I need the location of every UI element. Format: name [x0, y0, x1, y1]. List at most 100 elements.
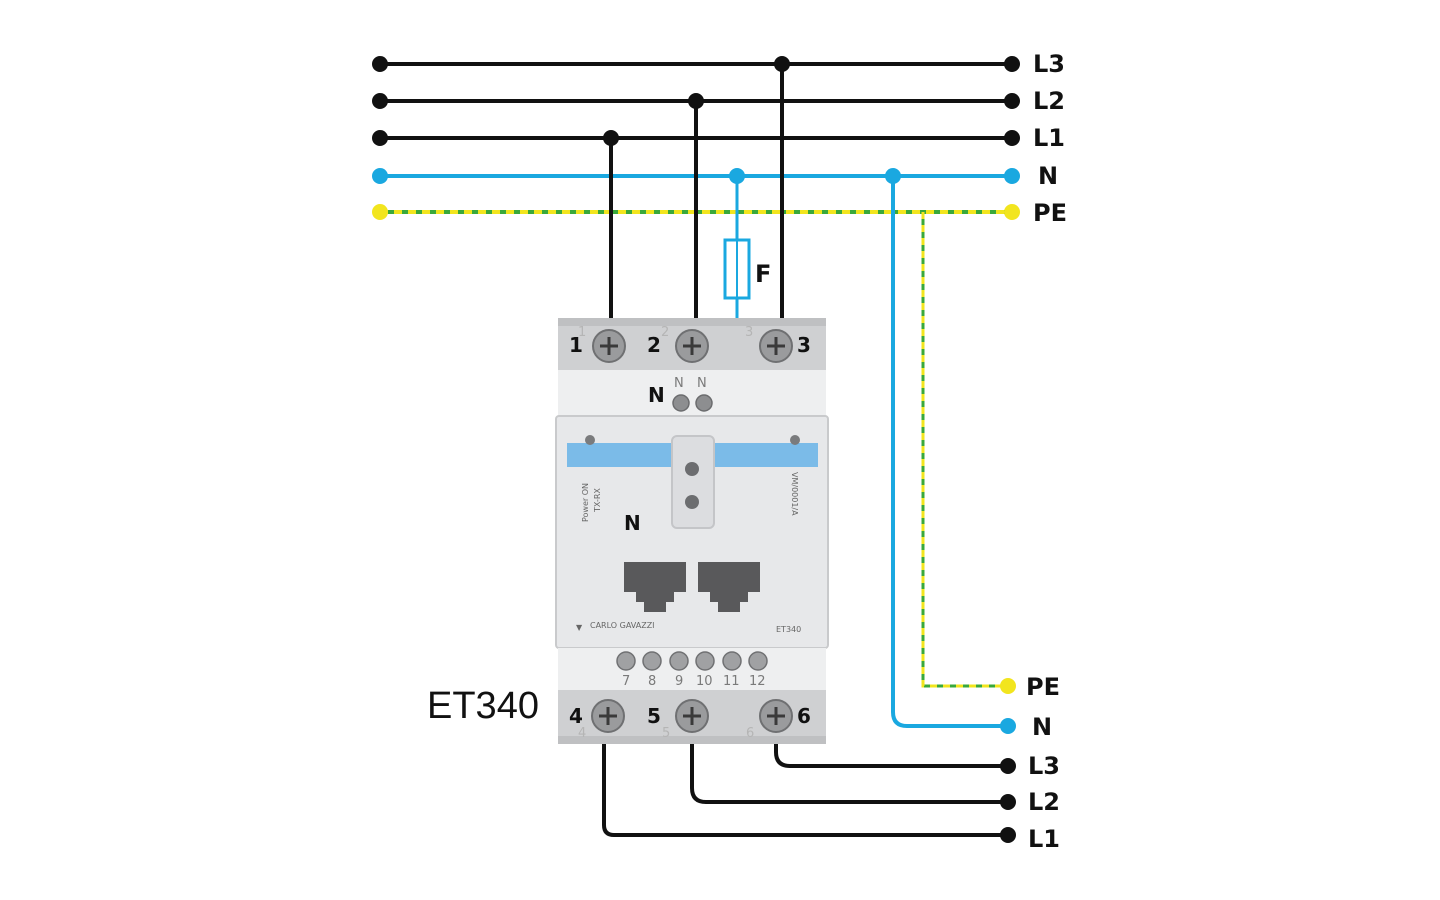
terminal-5-label: 5: [647, 704, 661, 728]
front-neutral-label: N: [624, 511, 641, 535]
aux-label-12: 12: [749, 674, 766, 689]
terminal-2: 2 2: [647, 325, 709, 363]
load-n-end-dot: [1000, 718, 1016, 734]
terminal-6-ghost: 6: [746, 726, 754, 741]
terminal-1-ghost: 1: [578, 325, 586, 340]
front-blue-band-left: [567, 443, 671, 467]
led-txrx-label: TX-RX: [593, 488, 602, 513]
load-l2-end-dot: [1000, 794, 1016, 810]
label-l1: L1: [1033, 124, 1065, 152]
load-wires: PE N L3 L2 L1: [602, 673, 1060, 853]
screw-slot: [683, 707, 701, 725]
aux-label-7: 7: [622, 674, 630, 689]
energy-meter: 1 1 2 2 3 3 N N N: [555, 318, 829, 744]
bottom-terminal-block-shade: [558, 736, 826, 744]
junction-l3: [774, 56, 790, 72]
fuse-label: F: [755, 260, 771, 288]
rj45-port-right: [698, 562, 760, 612]
terminal-2-label: 2: [647, 333, 661, 357]
body-upper: [558, 370, 826, 416]
terminal-4-ghost: 4: [578, 726, 586, 741]
aux-screw-12: [748, 651, 768, 671]
label-l2: L2: [1033, 87, 1065, 115]
load-pe-end-dot: [1000, 678, 1016, 694]
bus-l3-end-dot: [1004, 56, 1020, 72]
terminal-1: 1 1: [569, 325, 626, 363]
terminal-3-ghost: 3: [745, 325, 753, 340]
mount-hole-left: [585, 435, 595, 445]
junction-l1: [603, 130, 619, 146]
screw-slot: [767, 337, 785, 355]
terminal-5: 5 5: [647, 699, 709, 741]
bus-n-end-dot: [1004, 168, 1020, 184]
label-n: N: [1038, 162, 1058, 190]
body-lower: [558, 648, 826, 690]
junction-n-fuse: [729, 168, 745, 184]
port-shape: [624, 562, 686, 612]
load-l1-end-dot: [1000, 827, 1016, 843]
side-text: VM/0001/A: [790, 472, 799, 516]
wire-pe-to-load-green: [921, 212, 1008, 688]
terminal-5-ghost: 5: [662, 726, 670, 741]
wire-t4-to-load-l1: [602, 740, 1008, 837]
wire-t6-to-load-l3: [774, 740, 1008, 768]
bus-l2-end-dot: [1004, 93, 1020, 109]
neutral-b-label: N: [697, 376, 707, 391]
front-blue-band-right: [714, 443, 818, 467]
aux-screw-8: [642, 651, 662, 671]
aux-screw-11: [722, 651, 742, 671]
terminal-2-ghost: 2: [661, 325, 669, 340]
aux-screw-10: [695, 651, 715, 671]
neutral-screw-b: [695, 394, 713, 412]
wire-t5-to-load-l2: [690, 740, 1008, 804]
bus-l2-start-dot: [372, 93, 388, 109]
terminal-1-label: 1: [569, 333, 583, 357]
label-l3: L3: [1033, 50, 1065, 78]
screw-slot: [600, 337, 618, 355]
aux-screw-9: [669, 651, 689, 671]
aux-label-10: 10: [696, 674, 713, 689]
wire-pe-to-load-yellow: [921, 212, 1008, 688]
load-label-pe: PE: [1026, 673, 1060, 701]
screw-slot: [599, 707, 617, 725]
terminal-6-label: 6: [797, 704, 811, 728]
terminal-3: 3 3: [745, 325, 811, 363]
aux-screw-7: [616, 651, 636, 671]
brand-logo-icon: ▼: [576, 623, 583, 632]
terminal-3-label: 3: [797, 333, 811, 357]
neutral-terminals: N N N: [648, 376, 713, 412]
screw-slot: [767, 707, 785, 725]
drop-wires: F: [603, 56, 1016, 734]
neutral-a-label: N: [674, 376, 684, 391]
aux-terminals: 7 8 9 10 11 12: [616, 651, 768, 689]
port-shape: [698, 562, 760, 612]
bus-l3-start-dot: [372, 56, 388, 72]
rj45-port-left: [624, 562, 686, 612]
center-led-bottom: [685, 495, 699, 509]
supply-buses: L3 L2 L1 N PE: [372, 50, 1067, 227]
load-label-n: N: [1032, 713, 1052, 741]
device-model-title: ET340: [427, 685, 539, 727]
bus-pe-end-dot: [1004, 204, 1020, 220]
load-l3-end-dot: [1000, 758, 1016, 774]
load-label-l2: L2: [1028, 788, 1060, 816]
center-window: [671, 435, 715, 529]
mount-hole-right: [790, 435, 800, 445]
center-led-top: [685, 462, 699, 476]
neutral-main-label: N: [648, 383, 665, 407]
bus-n-start-dot: [372, 168, 388, 184]
screw-slot: [683, 337, 701, 355]
bus-l1-end-dot: [1004, 130, 1020, 146]
bus-pe-start-dot: [372, 204, 388, 220]
model-plate: ET340: [776, 625, 801, 634]
load-label-l3: L3: [1028, 752, 1060, 780]
load-label-l1: L1: [1028, 825, 1060, 853]
junction-l2: [688, 93, 704, 109]
junction-n-load: [885, 168, 901, 184]
led-power-label: Power ON: [581, 483, 590, 522]
bus-l1-start-dot: [372, 130, 388, 146]
wire-n-to-load: [891, 176, 1008, 728]
aux-label-8: 8: [648, 674, 656, 689]
aux-label-9: 9: [675, 674, 683, 689]
